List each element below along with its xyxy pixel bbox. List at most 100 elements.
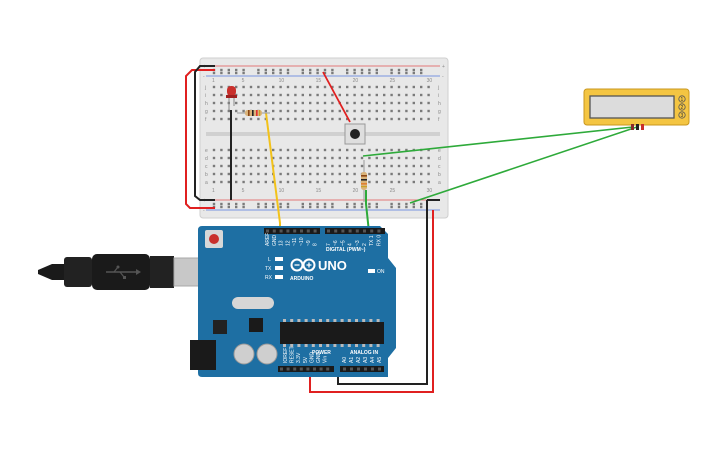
- column-label: 5: [242, 78, 245, 84]
- pin-label: ~3: [355, 240, 361, 246]
- digital-section-label: DIGITAL (PWM~): [326, 247, 366, 253]
- column-label: 10: [279, 78, 285, 84]
- column-label: 25: [390, 78, 396, 84]
- pin-label: A3: [363, 357, 369, 363]
- pin-label: A2: [356, 357, 362, 363]
- pin-label: A4: [370, 357, 376, 363]
- lcd-pin-label: 2: [681, 105, 684, 111]
- lcd-pin-markers: 123: [678, 95, 686, 119]
- pin-label: 12: [285, 240, 291, 246]
- pin-label: GND: [316, 352, 322, 364]
- row-label: e: [205, 148, 208, 154]
- pin-label: GND: [309, 352, 315, 364]
- column-label: 20: [353, 78, 359, 84]
- board-led-label: TX: [265, 266, 272, 272]
- row-label: c: [205, 164, 208, 170]
- pin-label: 3.3V: [296, 352, 302, 363]
- digital-header-left: [264, 228, 320, 234]
- column-label: 15: [316, 188, 322, 194]
- push-button[interactable]: [344, 123, 366, 145]
- column-label: 30: [427, 188, 433, 194]
- wire-red-button[interactable]: [322, 71, 351, 123]
- pin-label: A1: [349, 357, 355, 363]
- column-label: 5: [242, 188, 245, 194]
- board-brand: ARDUINO: [290, 276, 313, 282]
- row-label: b: [438, 172, 441, 178]
- wire-green-lcd-2[interactable]: [409, 126, 638, 204]
- atmega-chip: [280, 319, 384, 347]
- pin-label: TX 1: [369, 235, 375, 246]
- row-label: e: [438, 148, 441, 154]
- row-label: c: [438, 164, 441, 170]
- lcd-pin-marker: [678, 111, 686, 119]
- wires: [185, 65, 638, 393]
- pin-label: AREF: [265, 233, 271, 246]
- usb-cable[interactable]: [38, 254, 205, 290]
- on-led: [368, 269, 375, 273]
- board-led: [275, 257, 283, 261]
- board-led-label: L: [268, 257, 271, 263]
- power-header: [278, 366, 334, 372]
- wire-black-gnd[interactable]: [194, 65, 215, 201]
- pin-label: 2: [362, 243, 368, 246]
- led[interactable]: [226, 86, 237, 110]
- pin-label: GND: [272, 235, 278, 247]
- pin-label: ~11: [292, 238, 298, 246]
- pin-label: 13: [279, 240, 285, 246]
- usb-chip: [249, 318, 263, 332]
- lcd-pin-label: 3: [681, 113, 684, 119]
- pin-label: ~5: [340, 240, 346, 246]
- rail-plus-label-right: +: [442, 64, 445, 70]
- lcd-module[interactable]: 123: [583, 88, 690, 130]
- pin-label: A0: [342, 357, 348, 363]
- analog-section-label: ANALOG IN: [350, 350, 378, 356]
- wire-red-right[interactable]: [309, 210, 434, 393]
- wire-green-lcd-1[interactable]: [362, 126, 634, 157]
- column-label: 10: [279, 188, 285, 194]
- pin-label: A5: [377, 357, 383, 363]
- power-jack[interactable]: [190, 340, 216, 370]
- board-led-label: RX: [265, 275, 273, 281]
- row-label: j: [204, 85, 206, 91]
- on-label: ON: [377, 269, 385, 275]
- lcd-pin-marker: [678, 103, 686, 111]
- rail-minus-label-bottom: -: [203, 208, 205, 214]
- row-label: j: [437, 85, 439, 91]
- voltage-regulator: [213, 320, 227, 334]
- row-label: h: [438, 101, 441, 107]
- column-label: 30: [427, 78, 433, 84]
- board-model: UNO: [318, 258, 347, 273]
- row-label: a: [438, 180, 441, 186]
- board-led: [275, 275, 283, 279]
- row-label: i: [438, 93, 439, 99]
- power-section-label: POWER: [312, 350, 331, 356]
- row-label: h: [205, 101, 208, 107]
- reset-button-cap: [209, 234, 219, 244]
- pin-label: ~6: [333, 240, 339, 246]
- row-label: f: [205, 117, 207, 123]
- column-label: 15: [316, 78, 322, 84]
- crystal-oscillator: [232, 297, 274, 309]
- resistor-led[interactable]: [237, 110, 270, 116]
- arduino-logo-icon: [290, 258, 316, 272]
- pin-label: 8: [313, 243, 319, 246]
- capacitor: [233, 343, 255, 365]
- row-label: a: [205, 180, 208, 186]
- pin-label: 4: [348, 243, 354, 246]
- analog-header: [340, 366, 384, 372]
- resistor-button[interactable]: [361, 160, 367, 202]
- column-label: 1: [212, 188, 215, 194]
- column-label: 20: [353, 188, 359, 194]
- capacitor: [256, 343, 278, 365]
- board-led: [275, 266, 283, 270]
- wire-green-pin2[interactable]: [365, 190, 370, 233]
- pin-label: Vin: [323, 356, 329, 363]
